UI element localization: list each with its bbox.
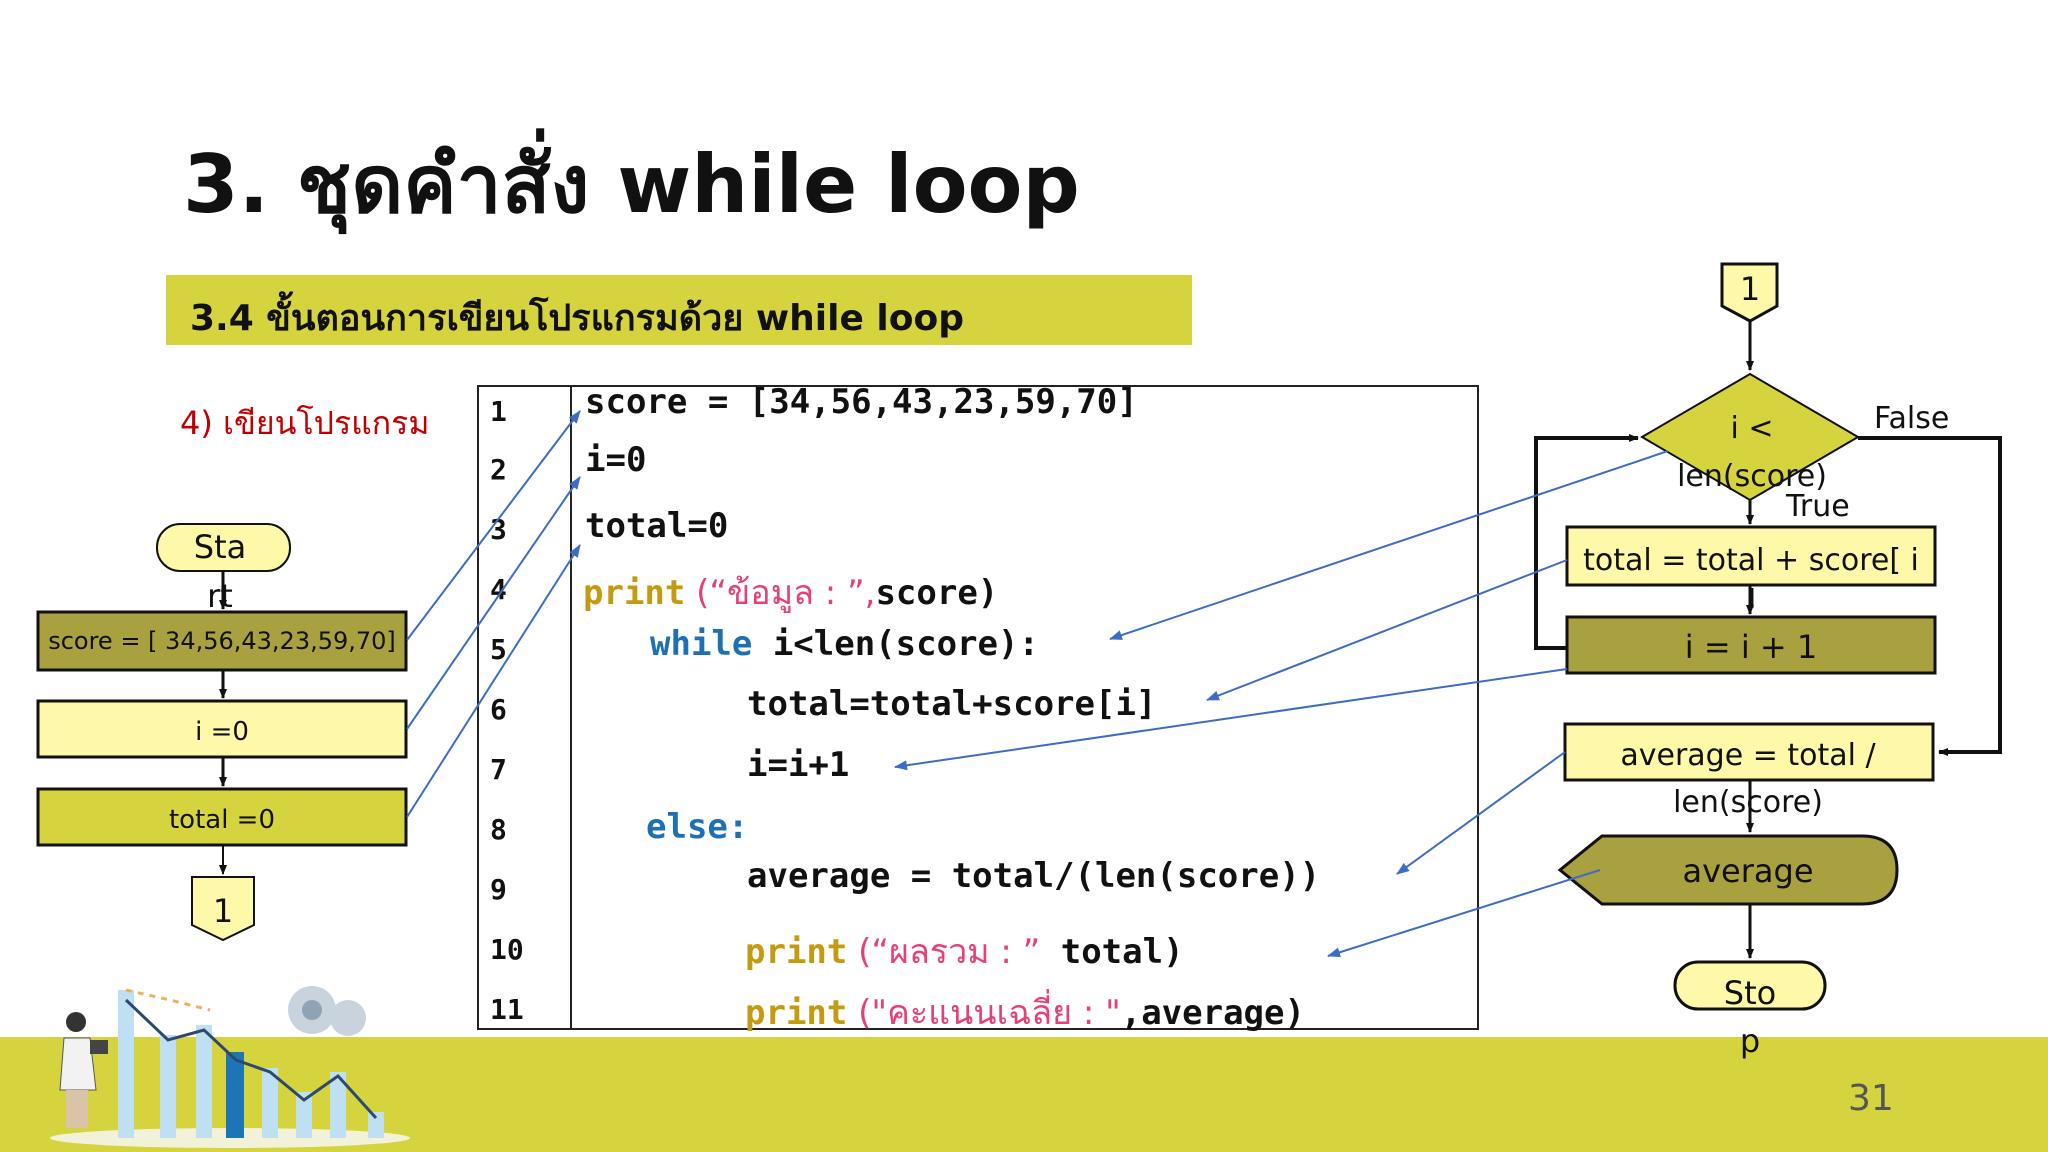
- loop-back-arrow: [1534, 434, 1639, 650]
- code-listing: [477, 385, 1479, 1030]
- map-arrow-while: [1109, 450, 1669, 640]
- code-line-6: total=total+score[i]: [747, 684, 1157, 724]
- stop-label-wrap: p: [1740, 1022, 1760, 1060]
- keyword-else: else:: [646, 807, 749, 847]
- analytics-illustration-icon: [50, 986, 410, 1148]
- process-i: [36, 699, 408, 759]
- start-label: Sta: [194, 528, 246, 566]
- map-arrow-i: [406, 476, 581, 730]
- code-text: total): [1040, 932, 1184, 972]
- line-number: 5: [490, 633, 507, 666]
- process-total-label: total =0: [169, 805, 275, 835]
- keyword-print: print: [745, 993, 848, 1033]
- code-text: score): [875, 573, 999, 613]
- line-number: 7: [490, 753, 507, 786]
- stop-label: Sto: [1724, 974, 1776, 1012]
- process-score-label: score = [ 34,56,43,23,59,70]: [48, 627, 396, 655]
- right-flowchart: 1 i < len(score) False True total = tota…: [1534, 262, 2002, 1060]
- line-number: 3: [490, 513, 507, 546]
- string-literal: ("คะแนนเฉลี่ย : ": [847, 993, 1121, 1033]
- code-line-3: total=0: [585, 506, 729, 546]
- line-number: 8: [490, 813, 507, 846]
- line-number: 2: [490, 453, 507, 486]
- map-arrow-increment: [894, 668, 1568, 771]
- process-sum-label: total = total + score[ i: [1583, 543, 1919, 578]
- map-arrow-total: [406, 544, 581, 818]
- process-total: [36, 787, 408, 847]
- step-label: 4) เขียนโปรแกรม: [180, 404, 430, 442]
- output-display: [1557, 834, 1899, 906]
- true-label: True: [1785, 489, 1850, 524]
- process-average-label: average = total /: [1620, 738, 1876, 773]
- keyword-print: print: [745, 932, 848, 972]
- page-number: 31: [1848, 1078, 1894, 1119]
- subtitle-bar: [166, 275, 1192, 345]
- map-arrow-sum: [1206, 559, 1568, 701]
- code-text: i<len(score):: [752, 624, 1039, 664]
- line-number: 4: [490, 573, 507, 606]
- map-arrow-average: [1396, 751, 1566, 875]
- keyword-while: while: [650, 624, 753, 664]
- offpage-connector: [191, 876, 255, 942]
- code-line-1: score = [34,56,43,23,59,70]: [585, 382, 1138, 422]
- code-line-4: print (“ข้อมูล : ”,score): [583, 565, 998, 619]
- string-literal: (“ผลรวม : ”: [847, 932, 1041, 972]
- process-i-label: i =0: [195, 717, 249, 747]
- offpage-connector-top: [1720, 262, 1779, 323]
- code-line-9: average = total/(len(score)): [747, 856, 1321, 896]
- connector-top-label: 1: [1740, 270, 1760, 308]
- line-number: 1: [490, 395, 507, 428]
- code-line-8: else:: [646, 807, 748, 847]
- string-literal: (“ข้อมูล : ”,: [685, 573, 876, 613]
- connector-label: 1: [213, 892, 233, 930]
- code-line-7: i=i+1: [747, 745, 850, 785]
- map-arrow-score: [406, 410, 581, 641]
- line-number: 9: [490, 873, 507, 906]
- process-increment-label: i = i + 1: [1685, 628, 1817, 666]
- subtitle: 3.4 ขั้นตอนการเขียนโปรแกรมด้วย while loo…: [190, 298, 964, 339]
- keyword-print: print: [583, 573, 686, 613]
- start-label-wrap: rt: [207, 577, 233, 615]
- code-line-11: print ("คะแนนเฉลี่ย : ",average): [745, 985, 1305, 1039]
- process-average-label-wrap: len(score): [1673, 785, 1823, 820]
- code-divider: [570, 385, 572, 1030]
- code-text: ,average): [1120, 993, 1305, 1033]
- left-flowchart: Sta rt score = [ 34,56,43,23,59,70] i =0…: [36, 523, 408, 942]
- decision-label: i <: [1730, 411, 1773, 446]
- false-label: False: [1874, 401, 1949, 436]
- decision-label-wrap: len(score): [1677, 459, 1827, 494]
- mapping-arrows: [406, 410, 1669, 958]
- stop-terminal: [1673, 960, 1827, 1011]
- code-line-5: while i<len(score):: [650, 624, 1039, 664]
- code-line-10: print (“ผลรวม : ” total): [745, 924, 1184, 978]
- line-number: 11: [490, 993, 524, 1026]
- code-line-2: i=0: [585, 440, 647, 480]
- line-number: 10: [490, 933, 524, 966]
- map-arrow-output: [1327, 869, 1601, 958]
- process-increment: [1565, 615, 1937, 675]
- line-number: 6: [490, 693, 507, 726]
- output-label: average: [1683, 852, 1814, 890]
- false-branch-arrow: [1858, 436, 2002, 756]
- page-title: 3. ชุดคำสั่ง while loop: [183, 138, 1080, 231]
